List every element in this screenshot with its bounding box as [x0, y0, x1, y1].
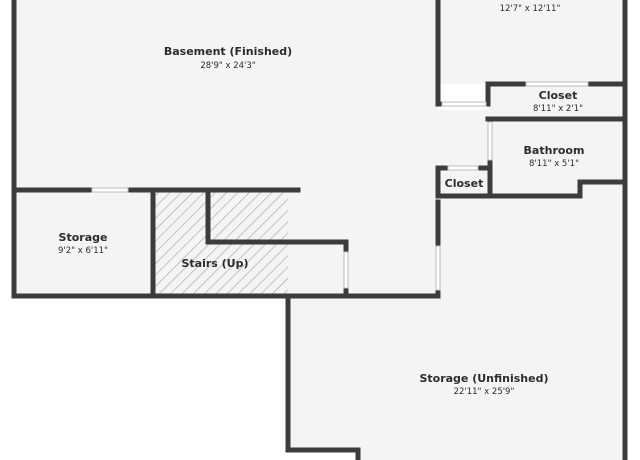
storage-dimensions: 9'2" x 6'11" [58, 246, 108, 256]
bathroom-floor [488, 120, 625, 196]
bathroom-name: Bathroom [524, 144, 585, 157]
basement-side-door [435, 245, 441, 291]
basement-name: Basement (Finished) [164, 45, 292, 58]
basement-dimensions: 28'9" x 24'3" [200, 61, 255, 71]
closet-small-door [447, 165, 479, 171]
top-right-room-floor [438, 0, 625, 84]
floor-areas [14, 0, 625, 460]
storage-name: Storage [59, 231, 108, 244]
bathroom-door [487, 121, 493, 161]
storage-window [91, 187, 129, 193]
basement-floor [14, 0, 625, 460]
storage-unfinished-name: Storage (Unfinished) [419, 372, 548, 385]
stairs-opening [343, 251, 349, 289]
bathroom-dimensions: 8'11" x 5'1" [529, 159, 579, 169]
closet-top-dimensions: 8'11" x 2'1" [533, 104, 583, 114]
stairs-name: Stairs (Up) [181, 257, 248, 270]
openings [91, 81, 589, 291]
top-right-room-dimensions: 12'7" x 12'11" [500, 4, 561, 14]
closet-top-window [525, 81, 589, 87]
closet-top-name: Closet [539, 89, 578, 102]
storage-unfinished-dimensions: 22'11" x 25'9" [454, 387, 515, 397]
closet-small-name: Closet [445, 177, 484, 190]
room-labels: 12'7" x 12'11" Basement (Finished) 28'9"… [58, 4, 584, 397]
closet-top-floor [488, 84, 625, 118]
basement-door [441, 101, 487, 107]
walls [11, 0, 628, 460]
